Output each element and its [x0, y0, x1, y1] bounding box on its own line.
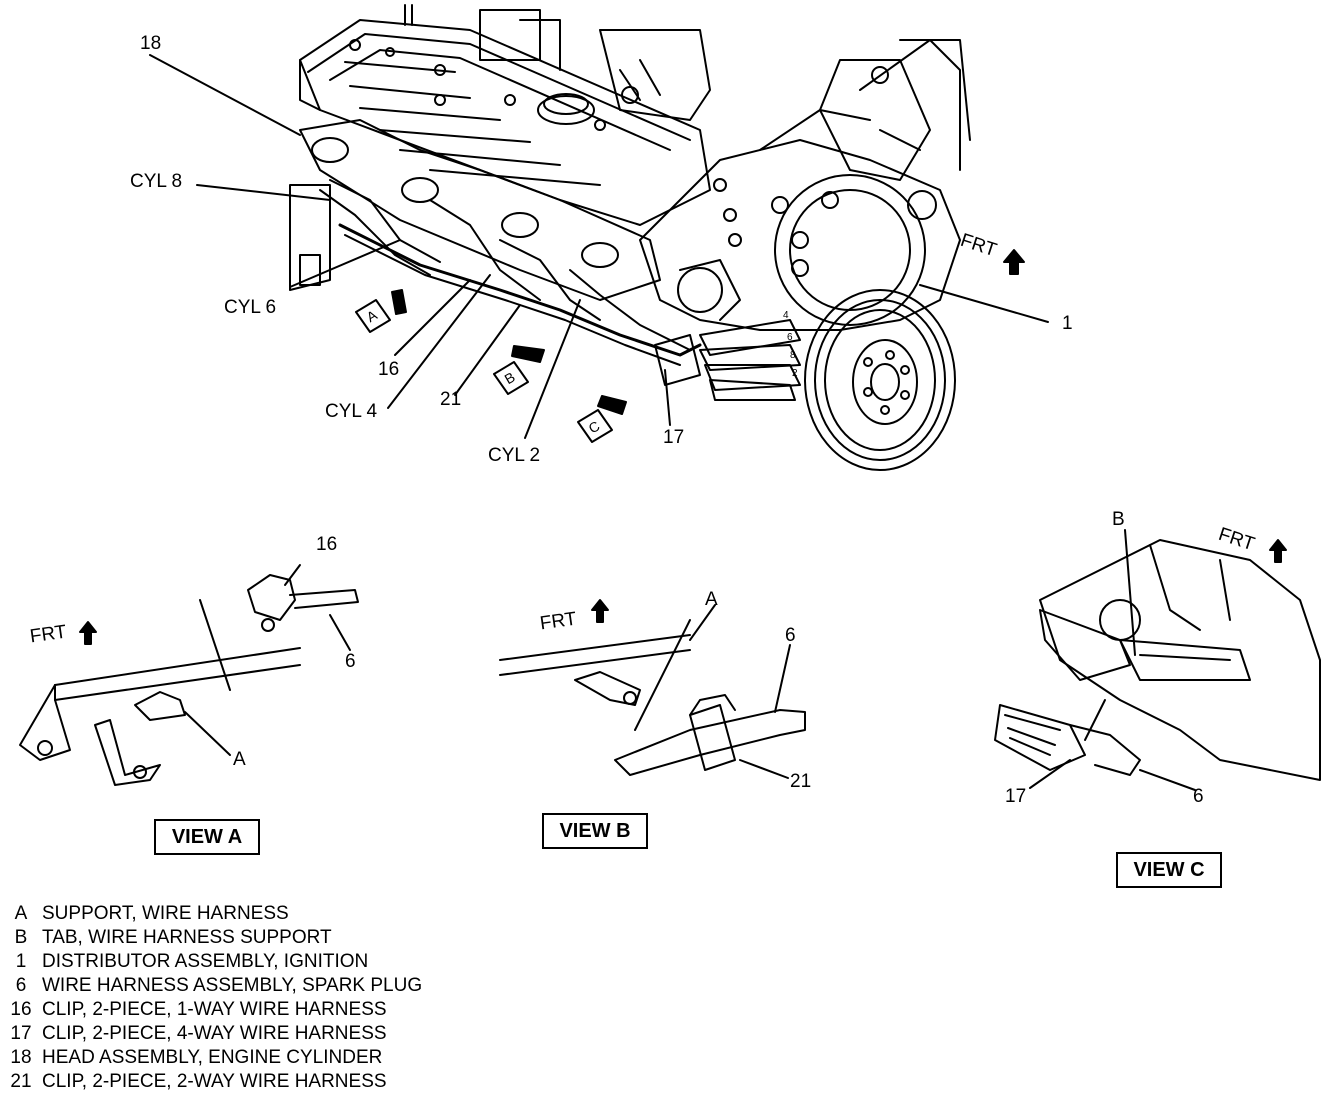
- legend-key: 1: [15, 951, 27, 972]
- svg-text:4: 4: [783, 310, 789, 321]
- callout-cyl-8: CYL 8: [130, 171, 183, 192]
- view-c-callout-b: B: [1112, 509, 1125, 530]
- callout-21: 21: [440, 389, 462, 410]
- view-c-caption: VIEW C: [1116, 852, 1222, 888]
- view-c-callout-6: 6: [1193, 786, 1204, 807]
- callout-18: 18: [140, 33, 162, 54]
- legend-text: DISTRIBUTOR ASSEMBLY, IGNITION: [42, 951, 369, 972]
- legend-key: 18: [10, 1047, 32, 1068]
- view-b-callout-6: 6: [785, 625, 796, 646]
- view-c-illustration: [994, 529, 1321, 791]
- legend-key: B: [14, 927, 28, 948]
- legend-row: 18 HEAD ASSEMBLY, ENGINE CYLINDER: [6, 1046, 422, 1070]
- parts-legend: A SUPPORT, WIRE HARNESS B TAB, WIRE HARNES…: [6, 902, 422, 1094]
- callout-cyl-2: CYL 2: [488, 445, 541, 466]
- svg-text:8: 8: [790, 350, 796, 361]
- view-a-illustration: [19, 564, 359, 786]
- view-a-callout-a: A: [233, 749, 246, 770]
- legend-text: CLIP, 2-PIECE, 1-WAY WIRE HARNESS: [42, 999, 387, 1020]
- legend-text: SUPPORT, WIRE HARNESS: [42, 903, 289, 924]
- legend-row: A SUPPORT, WIRE HARNESS: [6, 902, 422, 926]
- legend-key: 21: [10, 1071, 32, 1092]
- callout-cyl-4: CYL 4: [325, 401, 378, 422]
- svg-text:2: 2: [792, 368, 798, 379]
- legend-text: HEAD ASSEMBLY, ENGINE CYLINDER: [42, 1047, 383, 1068]
- legend-text: CLIP, 2-PIECE, 4-WAY WIRE HARNESS: [42, 1023, 387, 1044]
- view-b-caption: VIEW B: [542, 813, 648, 849]
- svg-text:6: 6: [787, 332, 793, 343]
- callout-cyl-6: CYL 6: [224, 297, 277, 318]
- legend-key: 16: [10, 999, 32, 1020]
- engine-illustration: 4 6 8 2: [289, 4, 1025, 471]
- callout-16: 16: [378, 359, 400, 380]
- legend-row: 1 DISTRIBUTOR ASSEMBLY, IGNITION: [6, 950, 422, 974]
- legend-text: WIRE HARNESS ASSEMBLY, SPARK PLUG: [42, 975, 423, 996]
- callout-17: 17: [663, 427, 685, 448]
- view-a-callout-16: 16: [316, 534, 338, 555]
- leader-lines: [149, 54, 1049, 439]
- legend-row: B TAB, WIRE HARNESS SUPPORT: [6, 926, 422, 950]
- legend-key: 6: [15, 975, 27, 996]
- legend-key: 17: [10, 1023, 32, 1044]
- view-c-callout-17: 17: [1005, 786, 1027, 807]
- legend-row: 17 CLIP, 2-PIECE, 4-WAY WIRE HARNESS: [6, 1022, 422, 1046]
- legend-row: 16 CLIP, 2-PIECE, 1-WAY WIRE HARNESS: [6, 998, 422, 1022]
- view-a-callout-6: 6: [345, 651, 356, 672]
- legend-key: A: [14, 903, 28, 924]
- view-b-illustration: [499, 599, 806, 779]
- callout-1: 1: [1062, 313, 1073, 334]
- view-b-callout-a: A: [705, 589, 718, 610]
- view-b-callout-21: 21: [790, 771, 812, 792]
- view-a-caption: VIEW A: [154, 819, 260, 855]
- legend-row: 21 CLIP, 2-PIECE, 2-WAY WIRE HARNESS: [6, 1070, 422, 1094]
- legend-row: 6 WIRE HARNESS ASSEMBLY, SPARK PLUG: [6, 974, 422, 998]
- legend-text: CLIP, 2-PIECE, 2-WAY WIRE HARNESS: [42, 1071, 387, 1092]
- legend-text: TAB, WIRE HARNESS SUPPORT: [42, 927, 332, 948]
